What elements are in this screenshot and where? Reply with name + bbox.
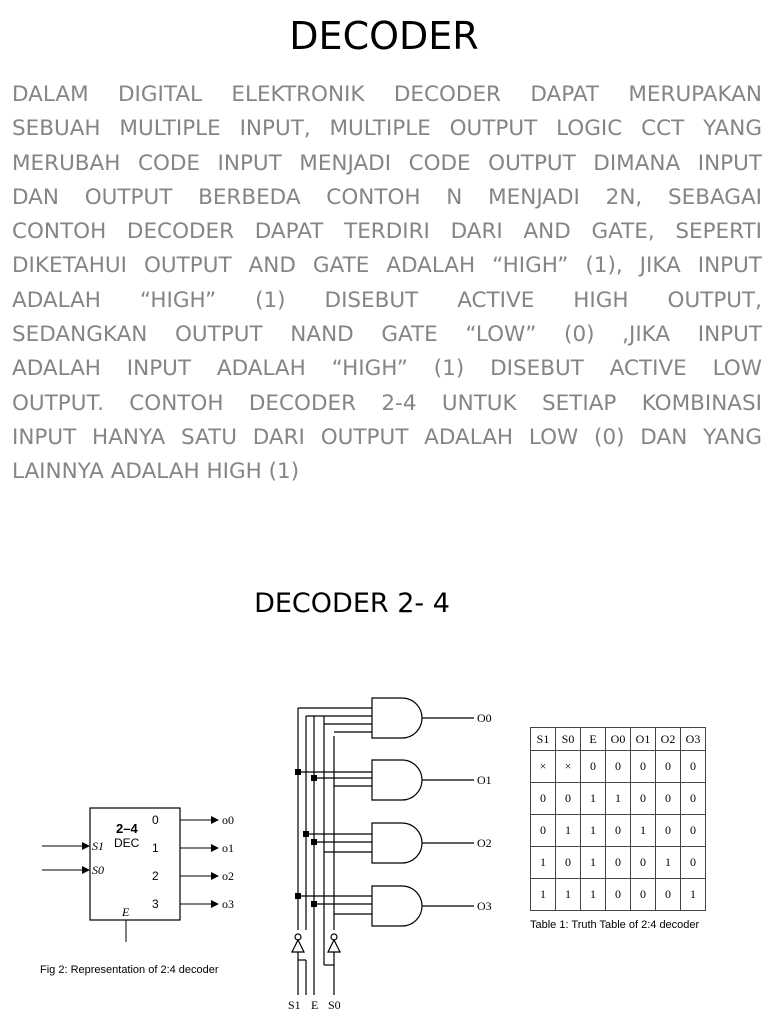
decoder-circuit: O0 O1 O2 O3 S1 E S0 bbox=[280, 690, 510, 1020]
table-cell: 1 bbox=[555, 814, 581, 847]
table-cell: 0 bbox=[655, 782, 681, 815]
paragraph-line: INPUT HANYA SATU DARI OUTPUT ADALAH LOW … bbox=[12, 424, 762, 450]
table-cell: × bbox=[555, 750, 581, 783]
table-cell: 1 bbox=[580, 814, 606, 847]
table-row: 0 0 1 1 0 0 0 bbox=[530, 782, 706, 815]
decoder-block-diagram: 2–4 DEC S1 S0 0 1 2 3 o0 o1 o2 o3 E bbox=[42, 807, 234, 942]
table-header-cell: S1 bbox=[530, 727, 556, 751]
output-label: o2 bbox=[222, 869, 234, 883]
table-cell: 0 bbox=[530, 814, 556, 847]
truth-table-figure: S1 S0 E O0 O1 O2 O3 × × 0 0 0 0 0 0 0 1 … bbox=[530, 727, 706, 931]
table-cell: 0 bbox=[630, 878, 656, 911]
paragraph-line: LAINNYA ADALAH HIGH (1) bbox=[12, 459, 300, 485]
table-cell: 0 bbox=[605, 814, 631, 847]
table-cell: 1 bbox=[580, 782, 606, 815]
circuit-output-o0: O0 bbox=[477, 711, 492, 725]
paragraph-line: SEDANGKAN OUTPUT NAND GATE “LOW” (0) ,JI… bbox=[12, 322, 762, 348]
table-cell: 0 bbox=[555, 846, 581, 879]
block-label: 2–4 bbox=[116, 821, 138, 836]
table-header-row: S1 S0 E O0 O1 O2 O3 bbox=[530, 727, 706, 751]
output-index: 2 bbox=[152, 869, 159, 883]
table-cell: 0 bbox=[655, 750, 681, 783]
input-label-s0: S0 bbox=[92, 863, 104, 877]
decoder-block bbox=[89, 807, 181, 921]
table-row: 0 1 1 0 1 0 0 bbox=[530, 814, 706, 847]
enable-label: E bbox=[121, 905, 130, 919]
table-cell: 1 bbox=[605, 782, 631, 815]
table-cell: 0 bbox=[630, 750, 656, 783]
table-cell: 0 bbox=[680, 750, 706, 783]
table-header-cell: E bbox=[580, 727, 606, 751]
output-index: 1 bbox=[152, 841, 159, 855]
table-row: 1 0 1 0 0 1 0 bbox=[530, 846, 706, 879]
table-row: × × 0 0 0 0 0 bbox=[530, 750, 706, 783]
table-cell: 1 bbox=[680, 878, 706, 911]
paragraph-line: ADALAH INPUT ADALAH “HIGH” (1) DISEBUT A… bbox=[12, 356, 762, 382]
paragraph-line: DIKETAHUI OUTPUT AND GATE ADALAH “HIGH” … bbox=[12, 253, 762, 279]
decoder-circuit-diagram bbox=[291, 697, 474, 995]
body-paragraph: DALAM DIGITAL ELEKTRONIK DECODER DAPAT M… bbox=[12, 78, 762, 490]
table-cell: 0 bbox=[680, 846, 706, 879]
output-label: o0 bbox=[222, 813, 234, 827]
table-cell: 1 bbox=[630, 814, 656, 847]
input-label-s1: S1 bbox=[92, 839, 104, 853]
circuit-output-o1: O1 bbox=[477, 773, 492, 787]
table-cell: 1 bbox=[530, 846, 556, 879]
section-subtitle: DECODER 2- 4 bbox=[254, 588, 450, 619]
table-cell: × bbox=[530, 750, 556, 783]
table-header-cell: O0 bbox=[605, 727, 631, 751]
circuit-input-s0: S0 bbox=[328, 998, 341, 1012]
table-cell: 0 bbox=[680, 782, 706, 815]
table-cell: 0 bbox=[530, 782, 556, 815]
paragraph-line: ADALAH “HIGH” (1) DISEBUT ACTIVE HIGH OU… bbox=[12, 287, 762, 313]
page-title: DECODER bbox=[289, 14, 479, 58]
paragraph-line: OUTPUT. CONTOH DECODER 2-4 UNTUK SETIAP … bbox=[12, 390, 762, 416]
table-header-cell: O2 bbox=[655, 727, 681, 751]
table-cell: 0 bbox=[605, 878, 631, 911]
table-cell: 0 bbox=[580, 750, 606, 783]
paragraph-line: DALAM DIGITAL ELEKTRONIK DECODER DAPAT M… bbox=[12, 82, 762, 107]
paragraph-line: MERUBAH CODE INPUT MENJADI CODE OUTPUT D… bbox=[12, 150, 762, 176]
table-cell: 1 bbox=[655, 846, 681, 879]
circuit-input-s1: S1 bbox=[288, 998, 301, 1012]
table-cell: 0 bbox=[655, 814, 681, 847]
table-cell: 0 bbox=[655, 878, 681, 911]
circuit-output-o3: O3 bbox=[477, 899, 492, 913]
truth-table: S1 S0 E O0 O1 O2 O3 × × 0 0 0 0 0 0 0 1 … bbox=[530, 727, 706, 911]
table-header-cell: O1 bbox=[630, 727, 656, 751]
table-header-cell: S0 bbox=[555, 727, 581, 751]
table-cell: 1 bbox=[555, 878, 581, 911]
table-cell: 0 bbox=[605, 846, 631, 879]
output-index: 3 bbox=[152, 897, 159, 911]
table-row: 1 1 1 0 0 0 1 bbox=[530, 878, 706, 911]
table-cell: 0 bbox=[630, 782, 656, 815]
output-label: o1 bbox=[222, 841, 234, 855]
figure-caption: Fig 2: Representation of 2:4 decoder bbox=[40, 964, 219, 976]
decoder-block-figure: 2–4 DEC S1 S0 0 1 2 3 o0 o1 o2 o3 E Fig … bbox=[36, 800, 266, 990]
table-cell: 1 bbox=[580, 878, 606, 911]
table-caption: Table 1: Truth Table of 2:4 decoder bbox=[530, 919, 700, 931]
table-cell: 0 bbox=[680, 814, 706, 847]
paragraph-line: DAN OUTPUT BERBEDA CONTOH N MENJADI 2N, … bbox=[12, 184, 762, 210]
table-cell: 0 bbox=[605, 750, 631, 783]
circuit-input-e: E bbox=[311, 998, 319, 1012]
table-cell: 0 bbox=[555, 782, 581, 815]
paragraph-line: CONTOH DECODER DAPAT TERDIRI DARI AND GA… bbox=[12, 219, 762, 245]
output-index: 0 bbox=[152, 813, 159, 827]
circuit-output-o2: O2 bbox=[477, 836, 492, 850]
paragraph-line: SEBUAH MULTIPLE INPUT, MULTIPLE OUTPUT L… bbox=[12, 116, 762, 142]
output-label: o3 bbox=[222, 897, 234, 911]
table-cell: 1 bbox=[530, 878, 556, 911]
table-header-cell: O3 bbox=[680, 727, 706, 751]
block-label: DEC bbox=[114, 836, 140, 850]
table-cell: 1 bbox=[580, 846, 606, 879]
table-cell: 0 bbox=[630, 846, 656, 879]
